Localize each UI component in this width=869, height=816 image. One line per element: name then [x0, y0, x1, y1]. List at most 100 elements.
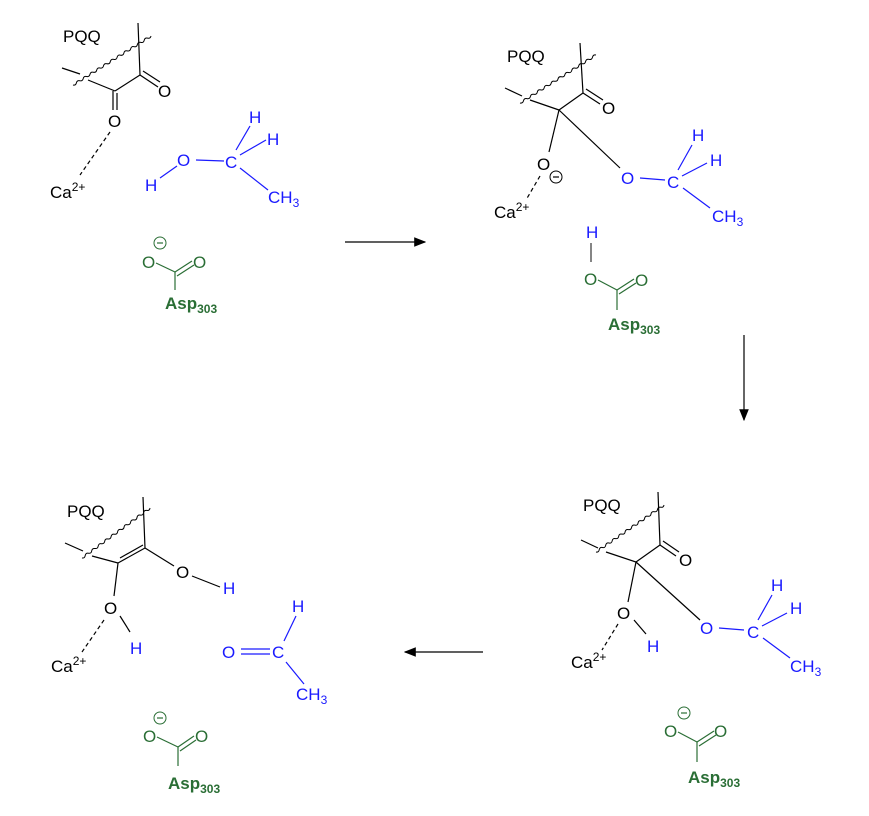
- bond: [142, 496, 146, 549]
- bond: [558, 109, 621, 169]
- hydrogen-label: H: [145, 176, 157, 195]
- bond: [239, 167, 269, 191]
- oxygen-label: O: [143, 727, 156, 746]
- hydrogen-label: H: [130, 639, 142, 658]
- oxygen-label: O: [664, 722, 677, 741]
- panel-protonated-hemiketal: PQQ O O H Ca2+ O C H H CH3 O O Asp303: [571, 491, 822, 790]
- oxygen-label: O: [584, 270, 597, 289]
- oxygen-label: O: [617, 604, 630, 623]
- bond: [195, 159, 225, 162]
- bond: [114, 74, 141, 92]
- coordination-bond: [79, 131, 111, 176]
- bond: [191, 575, 221, 588]
- oxygen-label: O: [104, 599, 117, 618]
- hydrogen-label: H: [267, 130, 279, 149]
- oxygen-label: O: [679, 551, 692, 570]
- bond: [639, 177, 666, 181]
- hydrogen-label: H: [790, 599, 802, 618]
- double-bond: [174, 260, 193, 273]
- coordination-bond: [601, 623, 619, 651]
- panel-hemiketal-intermediate: PQQ O O Ca2+ O C H H CH3 H O O Asp303: [494, 42, 744, 337]
- calcium-ion-label: Ca2+: [571, 650, 606, 672]
- oxygen-label: O: [635, 271, 648, 290]
- wavy-bond: [595, 504, 665, 553]
- negative-charge-icon: [677, 706, 691, 720]
- aspartate-label: Asp303: [608, 315, 660, 337]
- bond: [61, 67, 81, 75]
- wavy-bond: [81, 507, 151, 559]
- coordination-bond: [525, 175, 541, 201]
- hydrogen-label: H: [692, 126, 704, 145]
- aspartate-label: Asp303: [168, 774, 220, 796]
- bond: [757, 594, 773, 621]
- oxygen-label: O: [176, 563, 189, 582]
- double-bond: [176, 264, 195, 277]
- bond: [119, 615, 131, 633]
- bond: [633, 619, 647, 635]
- hydrogen-label: H: [223, 579, 235, 598]
- oxygen-label: O: [222, 643, 235, 662]
- double-bond: [659, 544, 677, 557]
- bond: [657, 491, 661, 546]
- bond: [235, 125, 251, 151]
- double-bond: [139, 74, 159, 88]
- bond: [285, 661, 305, 685]
- bond: [597, 279, 618, 291]
- double-bond: [117, 547, 146, 564]
- wavy-bond: [72, 35, 152, 86]
- bond: [677, 731, 698, 743]
- bond: [682, 187, 711, 209]
- double-bond: [585, 88, 604, 101]
- bond: [91, 555, 119, 564]
- hydrogen-label: H: [586, 223, 598, 242]
- oxygen-label: O: [602, 99, 615, 118]
- aspartate-label: Asp303: [165, 294, 217, 316]
- bond: [548, 109, 560, 153]
- bond: [144, 547, 175, 567]
- panel-ethanol-binding: PQQ O O Ca2+ H O C H H CH3 O O Asp303: [50, 22, 300, 316]
- bond: [761, 612, 788, 627]
- methyl-label: CH3: [712, 207, 744, 229]
- bond: [113, 562, 119, 597]
- oxygen-label: O: [537, 155, 550, 174]
- calcium-ion-label: Ca2+: [50, 180, 85, 202]
- double-bond: [618, 282, 637, 295]
- methyl-label: CH3: [296, 685, 328, 707]
- bond: [579, 42, 584, 94]
- carbon-label: C: [225, 153, 237, 172]
- pqq-label: PQQ: [63, 27, 101, 46]
- bond: [64, 542, 84, 552]
- oxygen-label: O: [142, 253, 155, 272]
- bond: [137, 22, 141, 76]
- methyl-label: CH3: [268, 188, 300, 210]
- bond: [156, 736, 179, 748]
- hydrogen-label: H: [647, 637, 659, 656]
- double-bond: [179, 739, 197, 752]
- panel-pqqh2-acetaldehyde: PQQ O H O H Ca2+ O C H CH3 O O Asp303: [51, 496, 328, 796]
- bond: [159, 165, 178, 179]
- oxygen-label: O: [108, 112, 121, 131]
- double-bond: [177, 735, 195, 748]
- bond: [87, 79, 116, 92]
- bond: [529, 99, 560, 111]
- methyl-label: CH3: [790, 657, 822, 679]
- calcium-ion-label: Ca2+: [494, 200, 529, 222]
- oxygen-label: O: [621, 169, 634, 188]
- bond: [677, 144, 693, 171]
- double-bond: [119, 544, 144, 559]
- double-bond: [662, 540, 680, 553]
- double-bond: [616, 278, 635, 291]
- oxygen-label: O: [714, 722, 727, 741]
- carbon-label: C: [272, 643, 284, 662]
- double-bond: [698, 734, 717, 747]
- bond: [239, 139, 267, 156]
- hydrogen-label: H: [249, 108, 261, 127]
- negative-charge-icon: [153, 236, 167, 250]
- bond: [155, 262, 176, 273]
- negative-charge-icon: [549, 170, 563, 184]
- bond: [283, 615, 297, 642]
- bond: [762, 637, 791, 659]
- carbon-label: C: [747, 623, 759, 642]
- aspartate-label: Asp303: [688, 768, 740, 790]
